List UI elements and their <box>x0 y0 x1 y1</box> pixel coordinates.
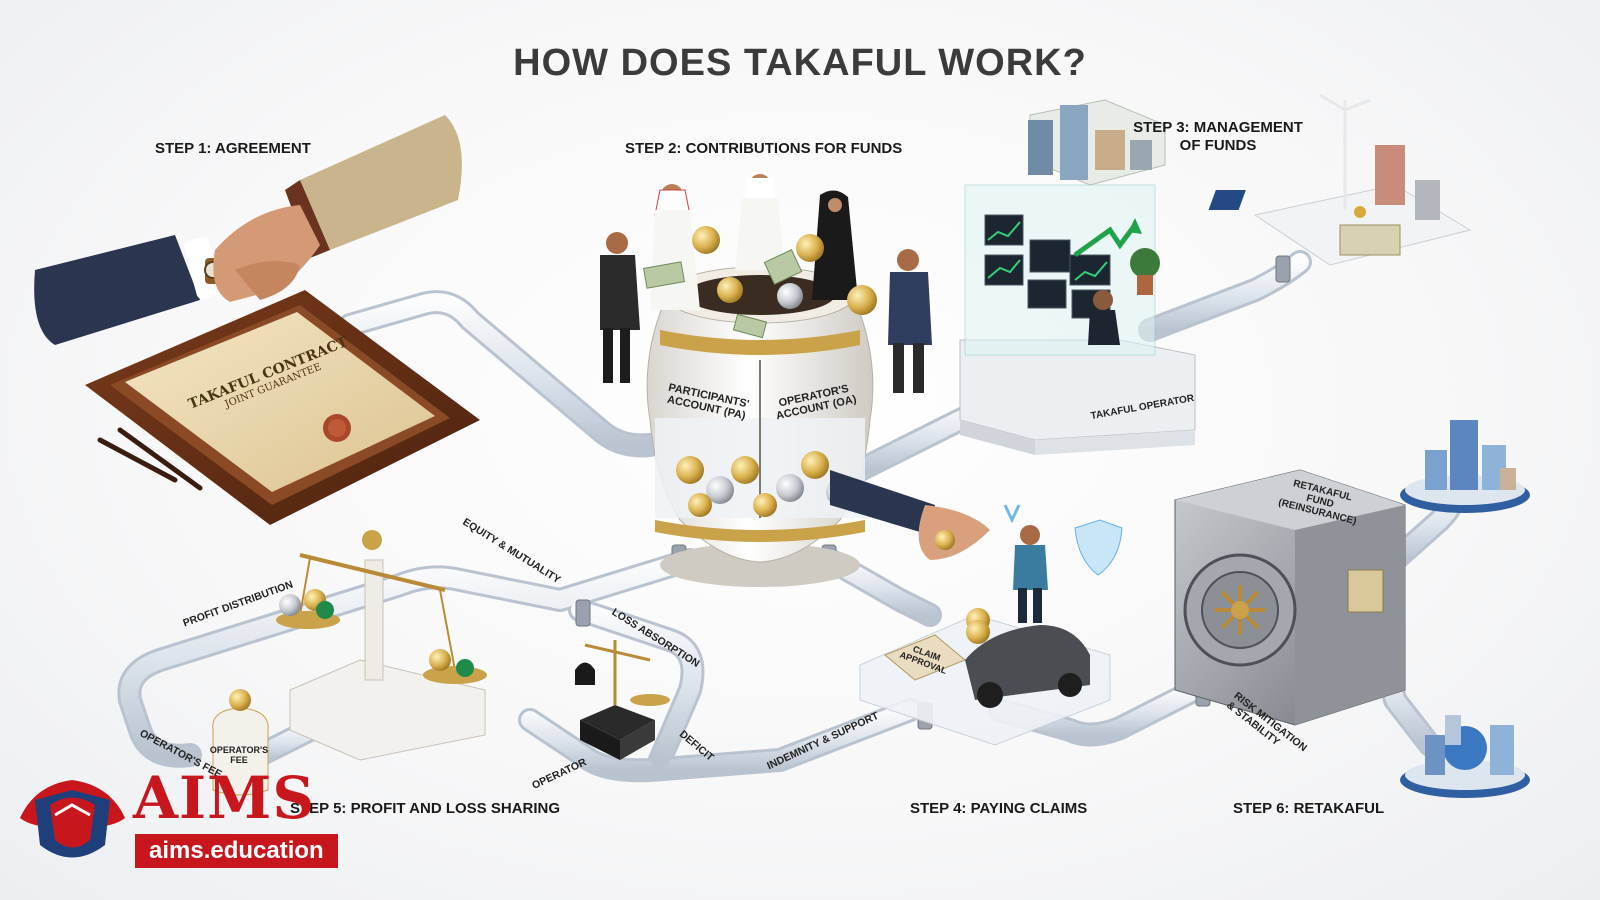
step-6-label: STEP 6: RETAKAFUL <box>1233 800 1385 817</box>
retakaful-vault <box>1174 469 1406 726</box>
step-5-label: STEP 5: PROFIT AND LOSS SHARING <box>290 800 561 817</box>
step-4-label: STEP 4: PAYING CLAIMS <box>910 800 1088 817</box>
operator-station <box>959 99 1196 455</box>
person-1 <box>600 232 640 383</box>
person-5 <box>847 249 932 393</box>
banknote-icons <box>642 249 803 339</box>
deficit-scale <box>575 640 670 760</box>
operators-fee-jar-label: OPERATOR'S FEE <box>209 745 269 765</box>
contract-plaque <box>85 290 480 525</box>
profit-loss-scales <box>212 530 487 796</box>
city-globe-top <box>1400 420 1530 513</box>
fund-pot <box>646 266 990 587</box>
person-3 <box>735 174 785 270</box>
step-3-label: STEP 3: MANAGEMENT OF FUNDS <box>1133 119 1303 154</box>
logo-url[interactable]: aims.education <box>135 834 338 868</box>
person-4 <box>796 190 858 300</box>
participants-group <box>600 174 932 393</box>
logo-wordmark: AIMS <box>133 764 316 832</box>
page-title: HOW DOES TAKAFUL WORK? <box>513 42 1087 84</box>
handshake-illustration <box>34 115 462 345</box>
step-1-label: STEP 1: AGREEMENT <box>155 140 311 157</box>
city-globe-bottom <box>1400 715 1530 798</box>
green-investment-block <box>1208 93 1472 266</box>
aims-emblem <box>20 780 125 858</box>
step-2-label: STEP 2: CONTRIBUTIONS FOR FUNDS <box>625 140 903 157</box>
claims-platform <box>859 504 1123 746</box>
